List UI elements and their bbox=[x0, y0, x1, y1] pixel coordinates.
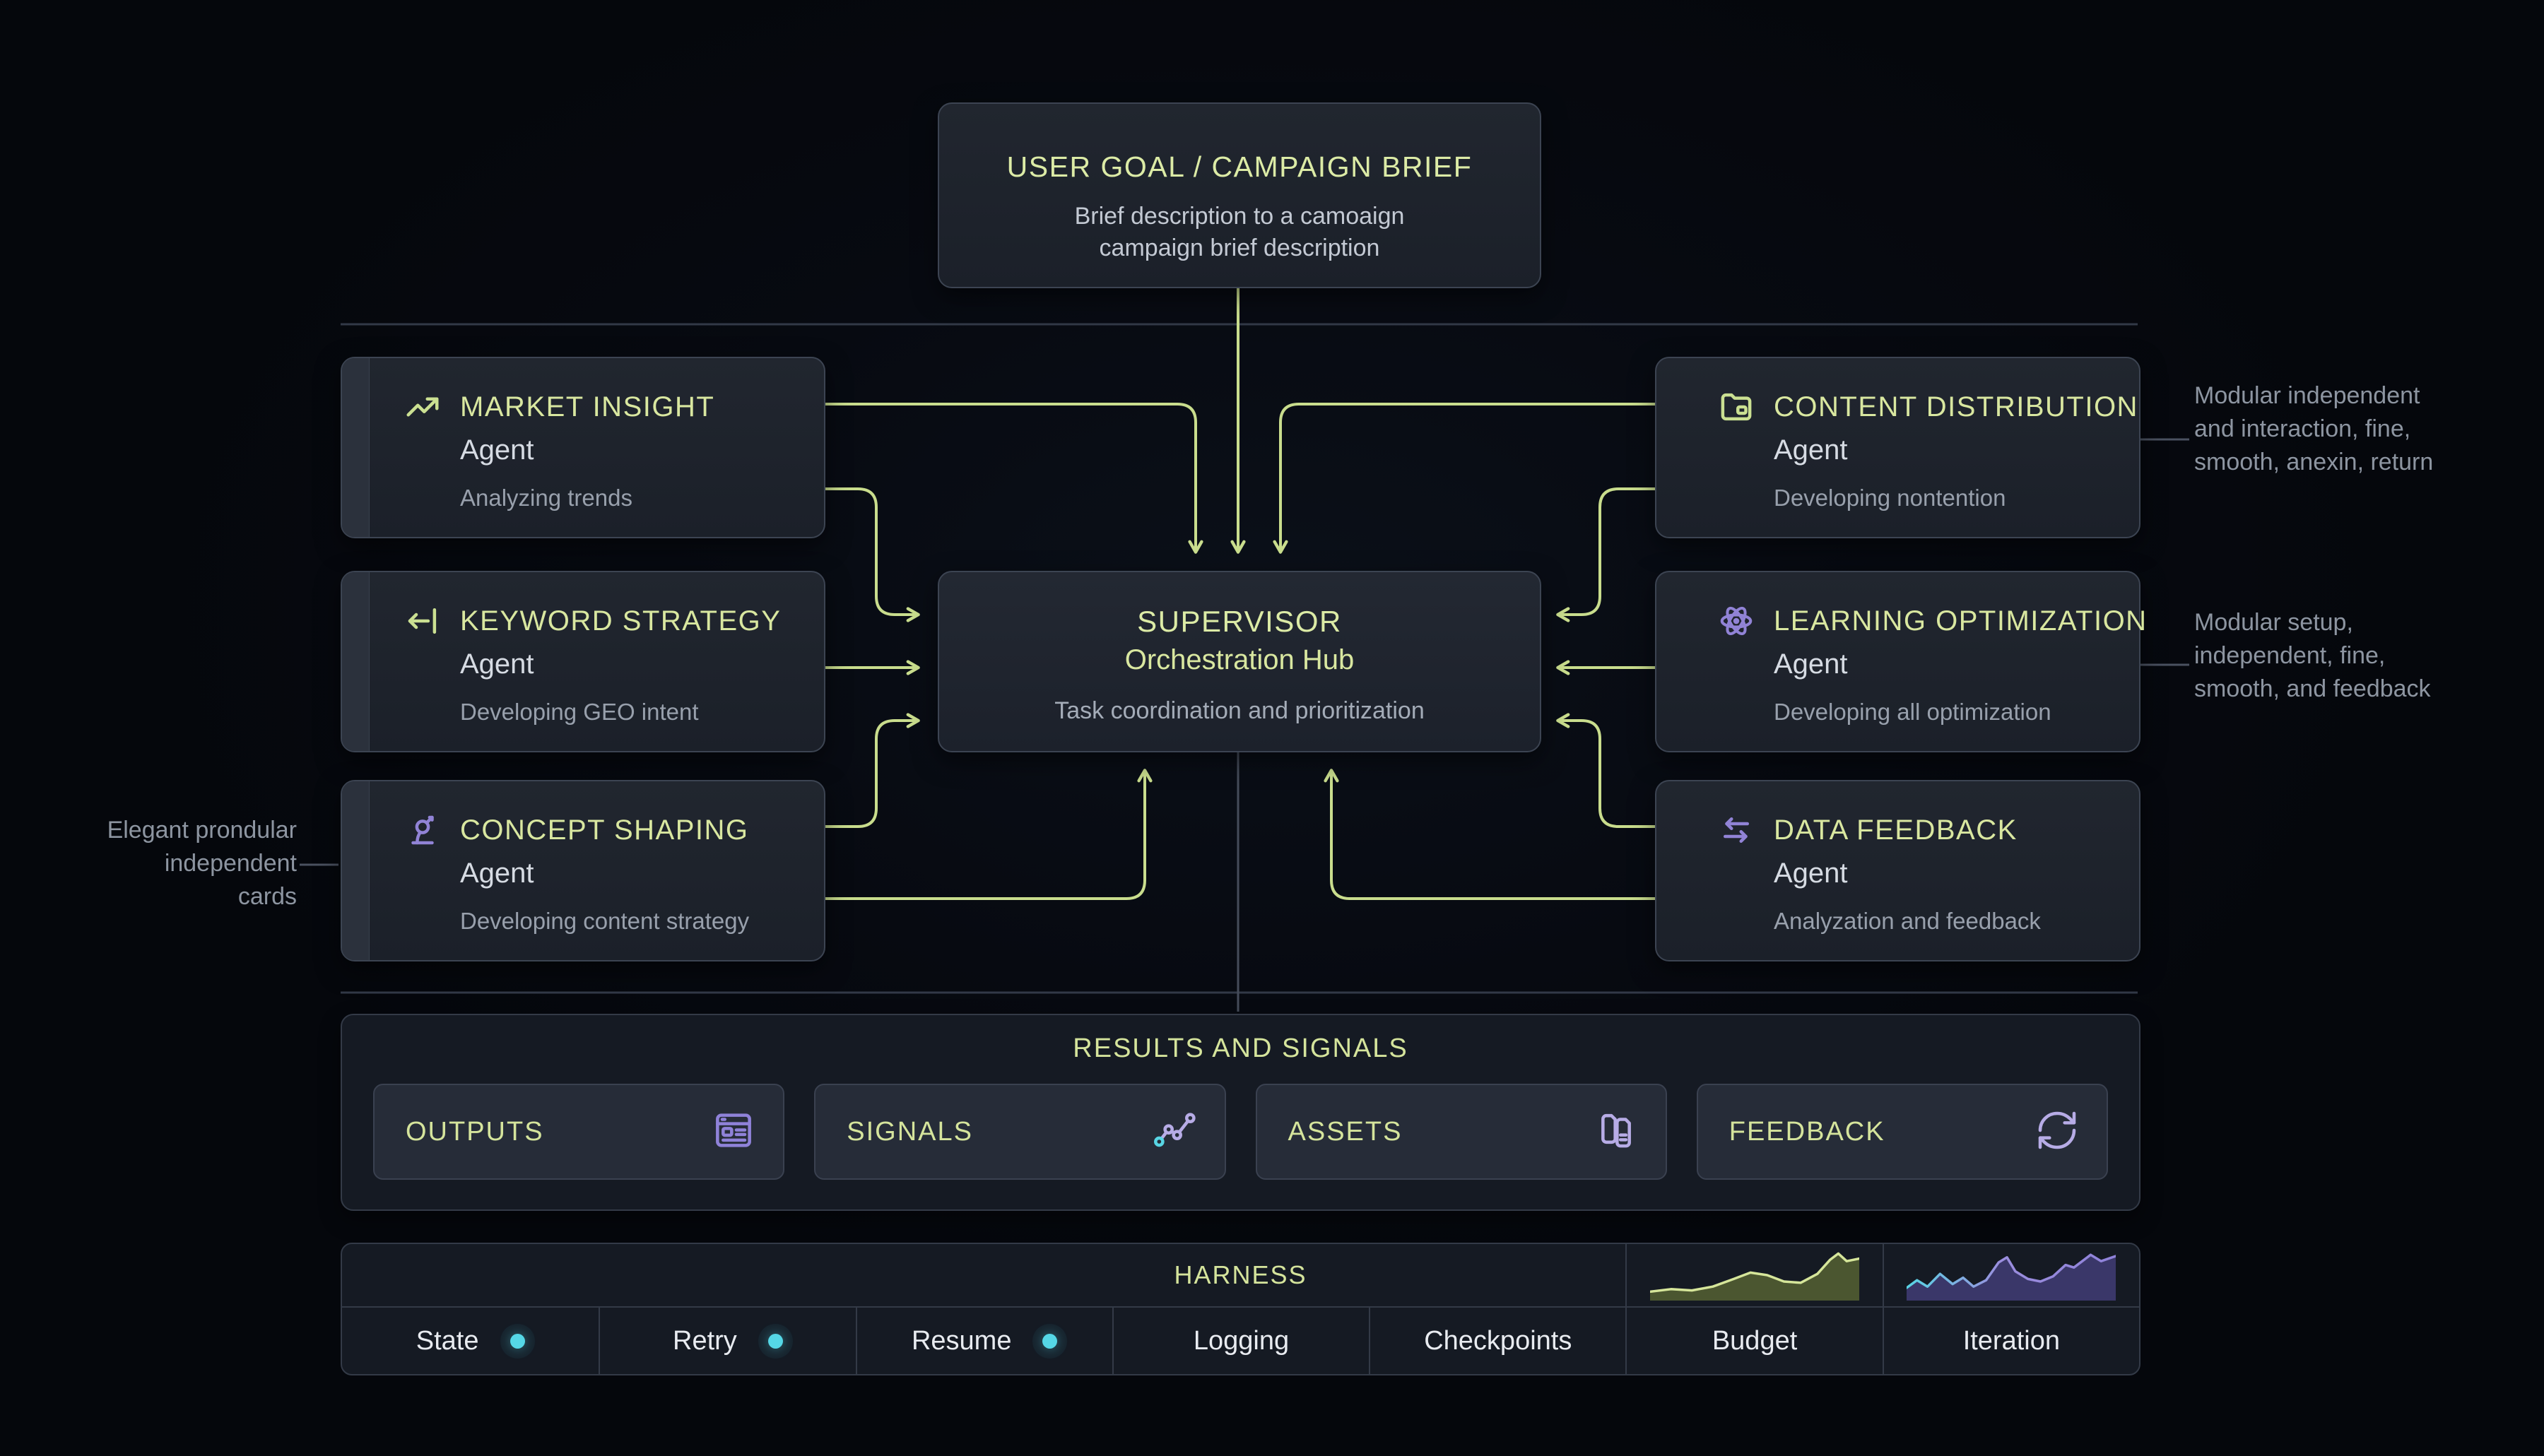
supervisor-description: Task coordination and prioritization bbox=[1054, 697, 1425, 724]
user-goal-title: USER GOAL / CAMPAIGN BRIEF bbox=[1006, 150, 1473, 183]
arrow-left-to-line-icon bbox=[404, 602, 442, 640]
agent-role: Agent bbox=[460, 649, 534, 680]
agent-role: Agent bbox=[460, 434, 534, 466]
agent-role: Agent bbox=[1774, 858, 1848, 889]
harness-label: Logging bbox=[1193, 1325, 1290, 1356]
user-goal-box[interactable]: USER GOAL / CAMPAIGN BRIEF Brief descrip… bbox=[938, 102, 1541, 288]
line-chart-icon bbox=[1153, 1108, 1198, 1156]
left-annotation: Elegant prondular independent cards bbox=[107, 817, 297, 910]
transfer-arrows-icon bbox=[1717, 811, 1755, 849]
harness-panel: State Retry Resume Logging Checkpoints B… bbox=[341, 1243, 2140, 1375]
agent-description: Analyzing trends bbox=[460, 485, 632, 511]
harness-title-row bbox=[342, 1244, 1625, 1306]
harness-cell-resume[interactable]: Resume bbox=[855, 1306, 1112, 1374]
status-dot bbox=[510, 1333, 525, 1349]
harness-cell-budget[interactable]: Budget bbox=[1625, 1306, 1883, 1374]
harness-cell-retry[interactable]: Retry bbox=[599, 1306, 856, 1374]
harness-label: Retry bbox=[673, 1325, 737, 1356]
agent-title: DATA FEEDBACK bbox=[1774, 814, 2018, 846]
chip-label: OUTPUTS bbox=[406, 1116, 544, 1147]
agent-role: Agent bbox=[460, 858, 534, 889]
chip-label: SIGNALS bbox=[847, 1116, 973, 1147]
harness-cell-state[interactable]: State bbox=[342, 1306, 599, 1374]
iteration-sparkline bbox=[1882, 1244, 2139, 1306]
refresh-icon bbox=[2034, 1108, 2080, 1156]
harness-label: Iteration bbox=[1962, 1325, 2060, 1356]
harness-cell-iteration[interactable]: Iteration bbox=[1882, 1306, 2139, 1374]
edge-content-to-supervisor-top bbox=[1273, 403, 1656, 554]
edge-market-to-supervisor-left bbox=[821, 487, 920, 622]
harness-label: Checkpoints bbox=[1424, 1325, 1572, 1356]
agent-card-content-distribution[interactable]: CONTENT DISTRIBUTION Agent Developing no… bbox=[1655, 357, 2140, 538]
chip-label: ASSETS bbox=[1288, 1116, 1403, 1147]
edge-market-to-supervisor-top bbox=[821, 403, 1203, 554]
agent-title: MARKET INSIGHT bbox=[460, 391, 715, 422]
agent-description: Developing GEO intent bbox=[460, 699, 699, 725]
edge-concept-to-supervisor-bottom bbox=[821, 769, 1153, 900]
assets-chip[interactable]: ASSETS bbox=[1255, 1084, 1667, 1180]
budget-sparkline bbox=[1625, 1244, 1882, 1306]
results-panel: RESULTS AND SIGNALS OUTPUTS SIGNALS bbox=[341, 1014, 2140, 1211]
agent-description: Developing all optimization bbox=[1774, 699, 2051, 725]
agent-description: Developing nontention bbox=[1774, 485, 2006, 511]
right-top-annotation: Modular independent and interaction, fin… bbox=[2194, 382, 2434, 475]
edge-concept-to-supervisor-left bbox=[821, 713, 920, 828]
feedback-chip[interactable]: FEEDBACK bbox=[1696, 1084, 2108, 1180]
supervisor-subtitle: Orchestration Hub bbox=[1124, 644, 1355, 675]
card-accent bbox=[342, 781, 370, 960]
outputs-chip[interactable]: OUTPUTS bbox=[373, 1084, 785, 1180]
agent-description: Analyzation and feedback bbox=[1774, 908, 2041, 934]
edge-content-to-supervisor-right bbox=[1556, 487, 1656, 622]
supervisor-box[interactable]: SUPERVISOR Orchestration Hub Task coordi… bbox=[938, 571, 1541, 752]
agent-description: Developing content strategy bbox=[460, 908, 750, 934]
edge-feedback-to-supervisor-bottom bbox=[1324, 769, 1656, 900]
signals-chip[interactable]: SIGNALS bbox=[814, 1084, 1226, 1180]
user-goal-subtitle: Brief description to a camoaign campaign… bbox=[1074, 203, 1405, 261]
status-dot bbox=[767, 1333, 783, 1349]
agent-title: KEYWORD STRATEGY bbox=[460, 605, 782, 637]
agent-title: CONCEPT SHAPING bbox=[460, 814, 749, 846]
atom-icon bbox=[1717, 602, 1755, 640]
trending-up-icon bbox=[404, 388, 442, 426]
harness-cell-checkpoints[interactable]: Checkpoints bbox=[1369, 1306, 1626, 1374]
harness-cell-logging[interactable]: Logging bbox=[1112, 1306, 1370, 1374]
status-dot bbox=[1042, 1333, 1058, 1349]
documents-icon bbox=[1594, 1108, 1639, 1156]
agent-card-learning-optimization[interactable]: LEARNING OPTIMIZATION Agent Developing a… bbox=[1655, 571, 2146, 752]
agent-card-keyword-strategy[interactable]: KEYWORD STRATEGY Agent Developing GEO in… bbox=[341, 571, 825, 752]
agent-role: Agent bbox=[1774, 649, 1848, 680]
chip-label: FEEDBACK bbox=[1729, 1116, 1885, 1147]
right-middle-annotation: Modular setup, independent, fine, smooth… bbox=[2194, 609, 2431, 702]
agent-card-concept-shaping[interactable]: CONCEPT SHAPING Agent Developing content… bbox=[341, 780, 825, 961]
card-accent bbox=[342, 572, 370, 751]
agent-role: Agent bbox=[1774, 434, 1848, 466]
harness-label: State bbox=[416, 1325, 479, 1356]
supervisor-title: SUPERVISOR bbox=[1137, 605, 1342, 638]
harness-label: Budget bbox=[1712, 1325, 1798, 1356]
card-accent bbox=[342, 358, 370, 537]
results-title: RESULTS AND SIGNALS bbox=[1073, 1034, 1408, 1063]
harness-label: Resume bbox=[911, 1325, 1012, 1356]
agent-card-data-feedback[interactable]: DATA FEEDBACK Agent Analyzation and feed… bbox=[1655, 780, 2140, 961]
concept-shaping-icon bbox=[404, 811, 442, 849]
folder-icon bbox=[1717, 388, 1755, 426]
agent-card-market-insight[interactable]: MARKET INSIGHT Agent Analyzing trends bbox=[341, 357, 825, 538]
agent-title: LEARNING OPTIMIZATION bbox=[1774, 605, 2148, 637]
edge-feedback-to-supervisor-right bbox=[1556, 713, 1656, 828]
agent-title: CONTENT DISTRIBUTION bbox=[1774, 391, 2138, 422]
browser-window-icon bbox=[711, 1108, 756, 1156]
